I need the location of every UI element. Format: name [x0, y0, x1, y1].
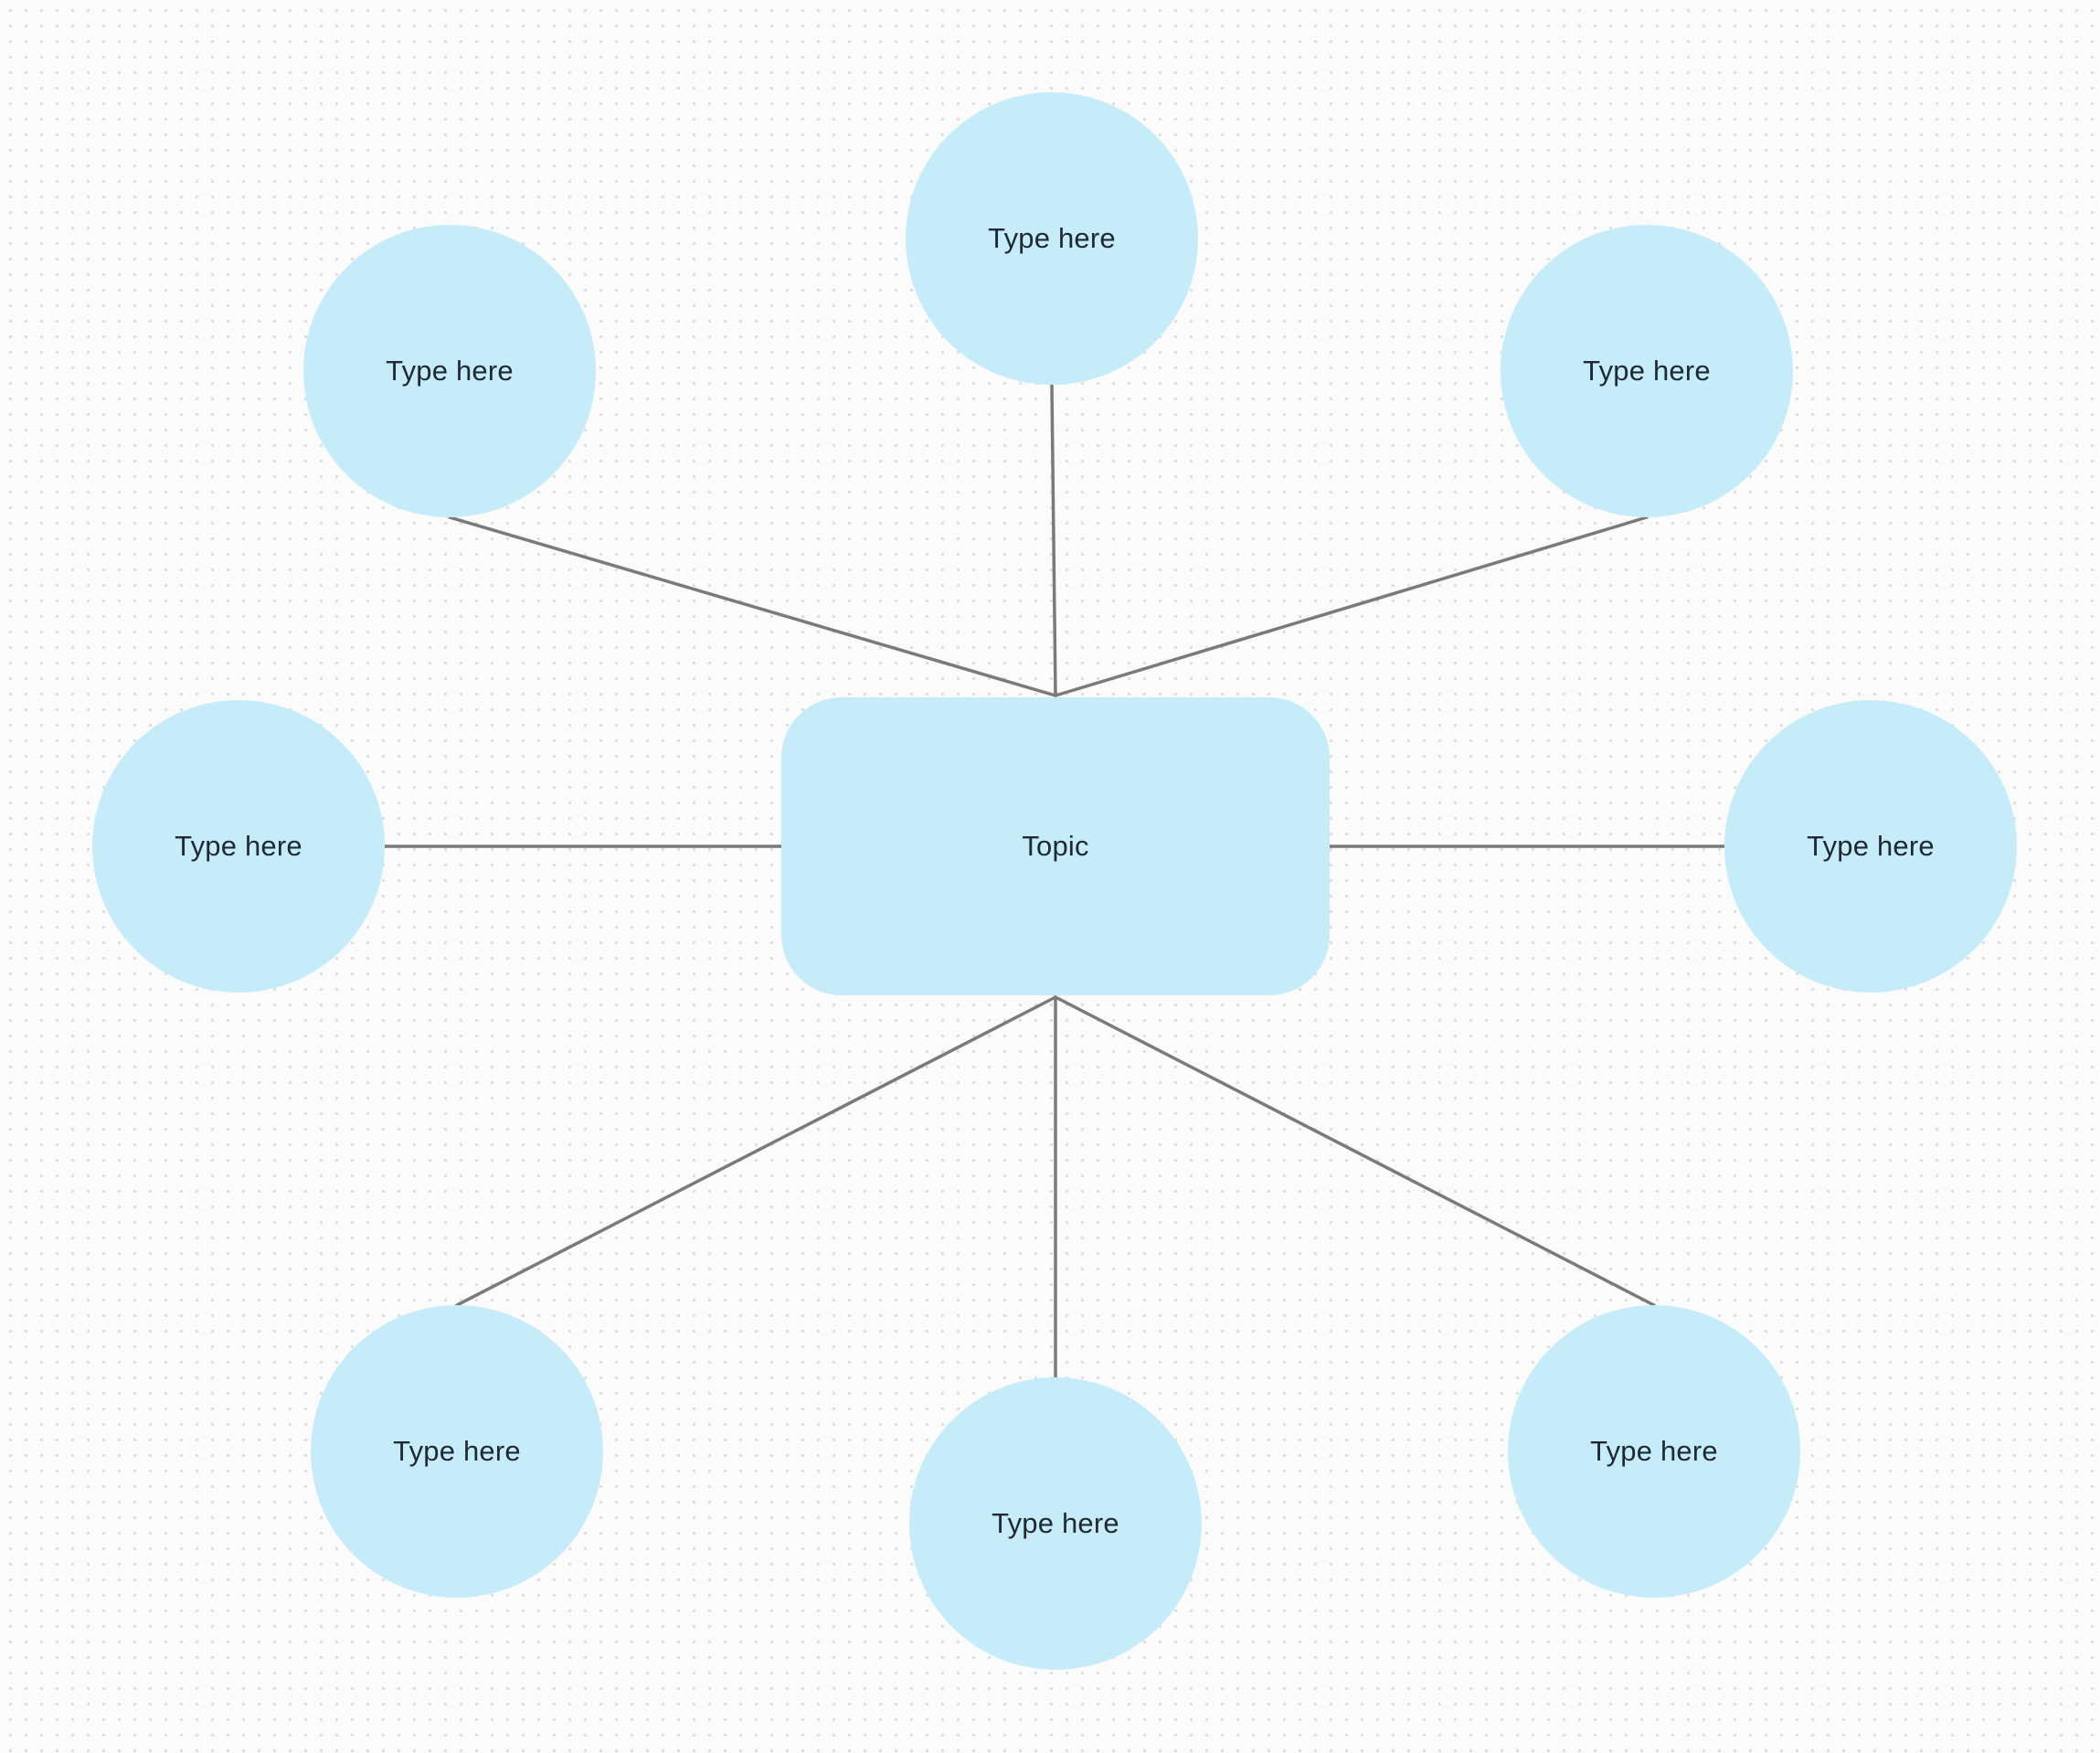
branch-node-top[interactable]: Type here: [906, 92, 1198, 385]
branch-node-bottom[interactable]: Type here: [909, 1377, 1202, 1670]
branch-node-mid-right[interactable]: Type here: [1724, 700, 2017, 993]
branch-node-lower-left[interactable]: Type here: [311, 1305, 603, 1598]
branch-node-upper-right[interactable]: Type here: [1501, 225, 1793, 517]
connector-top[interactable]: [1050, 383, 1057, 697]
connector-low-right[interactable]: [1054, 995, 1656, 1307]
topic-label[interactable]: Topic: [1022, 830, 1089, 862]
branch-label[interactable]: Type here: [1583, 355, 1711, 387]
connector-upper-right[interactable]: [1054, 515, 1649, 697]
branch-label[interactable]: Type here: [386, 355, 514, 387]
branch-label[interactable]: Type here: [393, 1435, 521, 1467]
branch-label[interactable]: Type here: [1807, 830, 1935, 862]
branch-label[interactable]: Type here: [988, 222, 1116, 254]
branch-label[interactable]: Type here: [1590, 1435, 1718, 1467]
topic-node[interactable]: Topic: [781, 697, 1330, 995]
branch-label[interactable]: Type here: [992, 1507, 1119, 1539]
branch-node-mid-left[interactable]: Type here: [92, 700, 385, 993]
connector-upper-left[interactable]: [448, 515, 1057, 697]
branch-node-upper-left[interactable]: Type here: [303, 225, 596, 517]
connector-low-left[interactable]: [455, 995, 1057, 1307]
branch-label[interactable]: Type here: [175, 830, 302, 862]
branch-node-lower-right[interactable]: Type here: [1508, 1305, 1800, 1598]
